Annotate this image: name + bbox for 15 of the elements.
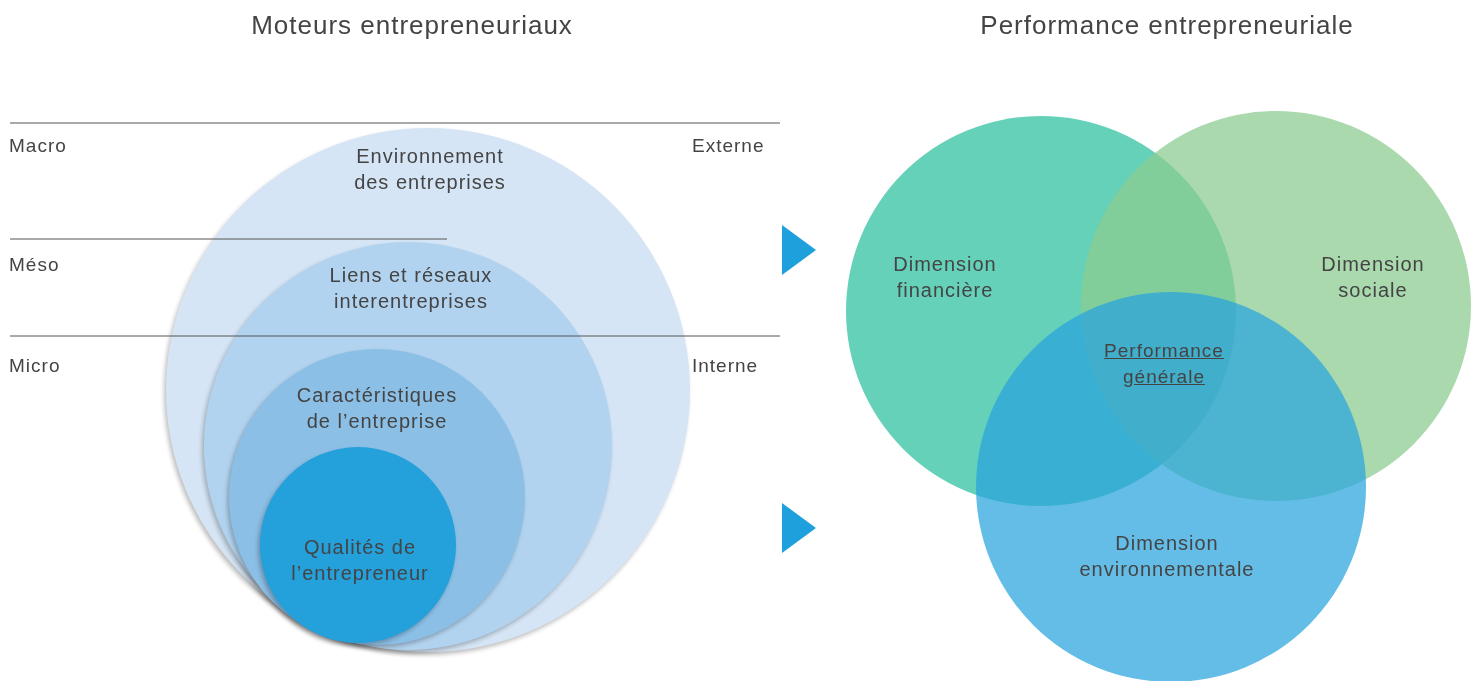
circle-label: Qualités de l’entrepreneur xyxy=(290,535,430,586)
circle-label: Dimension financière xyxy=(892,252,998,303)
heading: Performance entrepreneuriale xyxy=(980,10,1354,41)
level-label: Externe xyxy=(692,135,765,157)
circle-label: Liens et réseaux interentreprises xyxy=(328,263,494,314)
level-label: Méso xyxy=(9,254,60,276)
level-label: Micro xyxy=(9,355,61,377)
circle-label: Environnement des entreprises xyxy=(353,144,507,195)
heading: Moteurs entrepreneuriaux xyxy=(251,10,573,41)
intersection-label: Performance générale xyxy=(1103,339,1225,389)
circle-label: Caractéristiques de l’entreprise xyxy=(295,383,459,434)
level-label: Macro xyxy=(9,135,67,157)
circle-label: Dimension environnementale xyxy=(1078,531,1256,582)
level-label: Interne xyxy=(692,355,759,377)
circle-label: Dimension sociale xyxy=(1320,252,1426,303)
